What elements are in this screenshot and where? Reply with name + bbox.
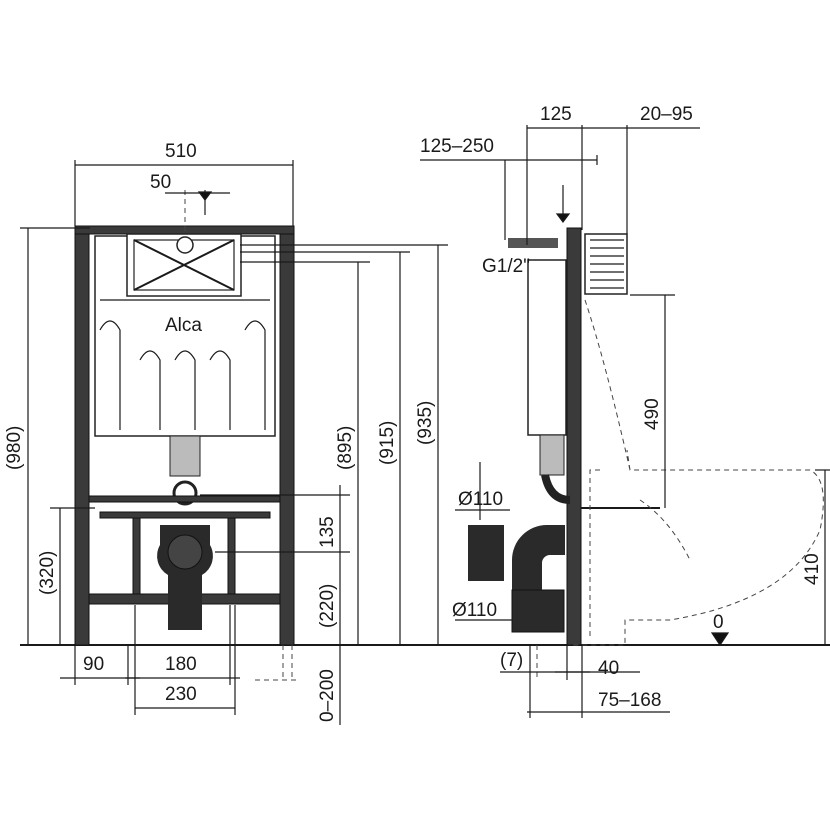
connector-fitting: [468, 525, 504, 581]
side-dimensions: [420, 125, 830, 718]
dim-490: 490: [642, 398, 663, 430]
dim-height-980: (980): [4, 426, 25, 470]
dim-range-20-95: 20–95: [640, 104, 693, 125]
thread-label-g12: G1/2": [482, 256, 530, 277]
dim-40: 40: [598, 658, 619, 679]
dim-diameter-lower: Ø110: [452, 600, 497, 621]
dim-range-75-168: 75–168: [598, 690, 661, 711]
front-view: Alca: [74, 225, 295, 646]
dim-125: 125: [540, 104, 572, 125]
cistern-side: [527, 259, 567, 436]
right-post: [279, 227, 295, 646]
floor-zero-mark: 0: [713, 612, 724, 633]
elbow-pipe: [512, 525, 565, 590]
frame-post: [566, 227, 582, 646]
dim-height-915: (915): [377, 421, 398, 465]
dim-height-220: (220): [317, 584, 338, 628]
dim-gap-7: (7): [500, 650, 523, 671]
dim-range-0-200: 0–200: [317, 669, 338, 722]
dim-height-935: (935): [415, 401, 436, 445]
dim-410: 410: [802, 553, 823, 585]
dim-180: 180: [165, 654, 197, 675]
dim-offset-50: 50: [150, 172, 171, 193]
dim-height-320: (320): [37, 551, 58, 595]
front-dimensions: [20, 160, 448, 725]
left-post: [74, 227, 90, 646]
dim-135: 135: [317, 516, 338, 548]
dim-230: 230: [165, 684, 197, 705]
dim-diameter-upper: Ø110: [458, 489, 503, 510]
dim-90: 90: [83, 654, 104, 675]
side-view: [468, 227, 824, 646]
dim-height-895: (895): [335, 426, 356, 470]
dim-range-125-250: 125–250: [420, 136, 494, 157]
brand-logo: Alca: [165, 315, 202, 336]
dim-width-510: 510: [165, 141, 197, 162]
